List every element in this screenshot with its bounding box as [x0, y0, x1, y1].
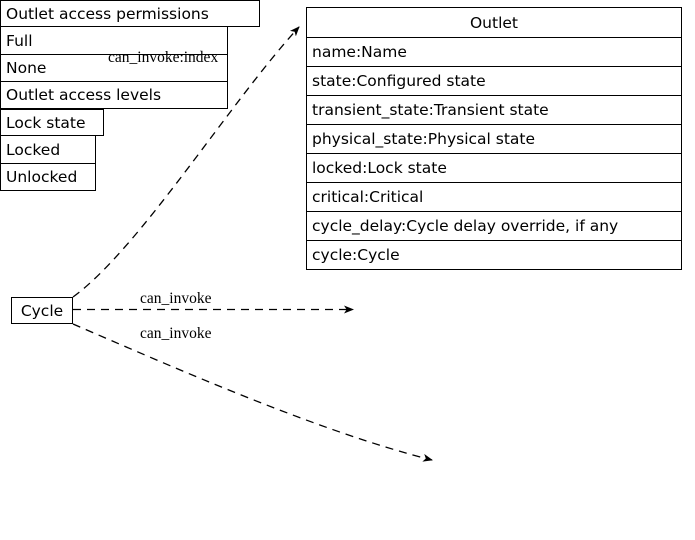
node-permissions-body: Full None Outlet access levels [0, 27, 228, 109]
node-outlet-field: cycle_delay:Cycle delay override, if any [307, 211, 681, 240]
node-outlet-field: critical:Critical [307, 182, 681, 211]
node-lockstate-header: Lock state [0, 109, 104, 136]
edge-label-can-invoke-index: can_invoke:index [108, 49, 219, 66]
edge-label-can-invoke-lockstate: can_invoke [140, 325, 212, 342]
node-outlet-field: locked:Lock state [307, 153, 681, 182]
node-outlet-field: transient_state:Transient state [307, 95, 681, 124]
node-permissions-field: Outlet access levels [1, 81, 227, 108]
node-outlet-field: physical_state:Physical state [307, 124, 681, 153]
node-cycle[interactable]: Cycle [11, 297, 73, 324]
node-permissions-header: Outlet access permissions [0, 0, 260, 27]
node-cycle-label: Cycle [12, 298, 72, 323]
node-outlet-field: cycle:Cycle [307, 240, 681, 269]
edge-label-can-invoke-permissions: can_invoke [140, 290, 212, 307]
edge-cycle-to-lockstate [72, 323, 433, 462]
node-lockstate-field: Locked [1, 136, 95, 163]
node-outlet-field: name:Name [307, 37, 681, 66]
node-lockstate-body: Locked Unlocked [0, 136, 96, 191]
node-outlet-header: Outlet [307, 8, 681, 37]
node-outlet-field: state:Configured state [307, 66, 681, 95]
node-lockstate-field: Unlocked [1, 163, 95, 190]
node-outlet[interactable]: Outlet name:Name state:Configured state … [306, 7, 682, 270]
